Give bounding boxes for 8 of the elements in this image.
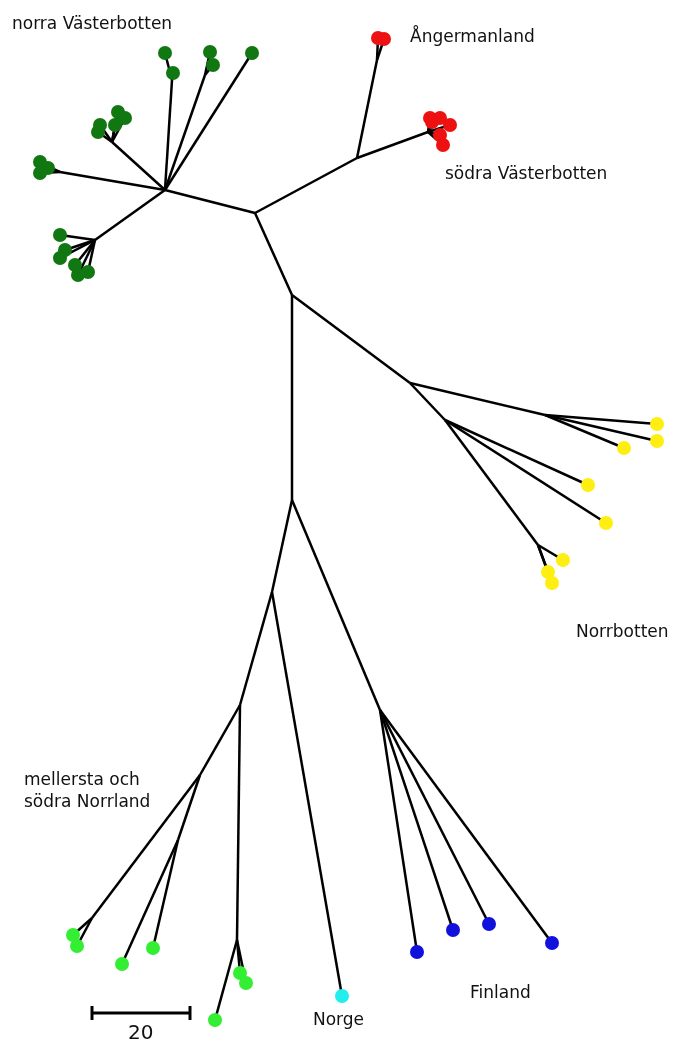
region-label: Norrbotten	[576, 620, 669, 642]
region-label: Finland	[470, 981, 531, 1003]
region-label: Norge	[313, 1008, 365, 1030]
region-label: Ångermanland	[410, 25, 535, 47]
region-label: norra Västerbotten	[12, 12, 173, 34]
scale-value: 20	[128, 1021, 154, 1043]
region-label: mellersta och södra Norrland	[24, 768, 152, 812]
region-label: södra Västerbotten	[445, 162, 608, 184]
